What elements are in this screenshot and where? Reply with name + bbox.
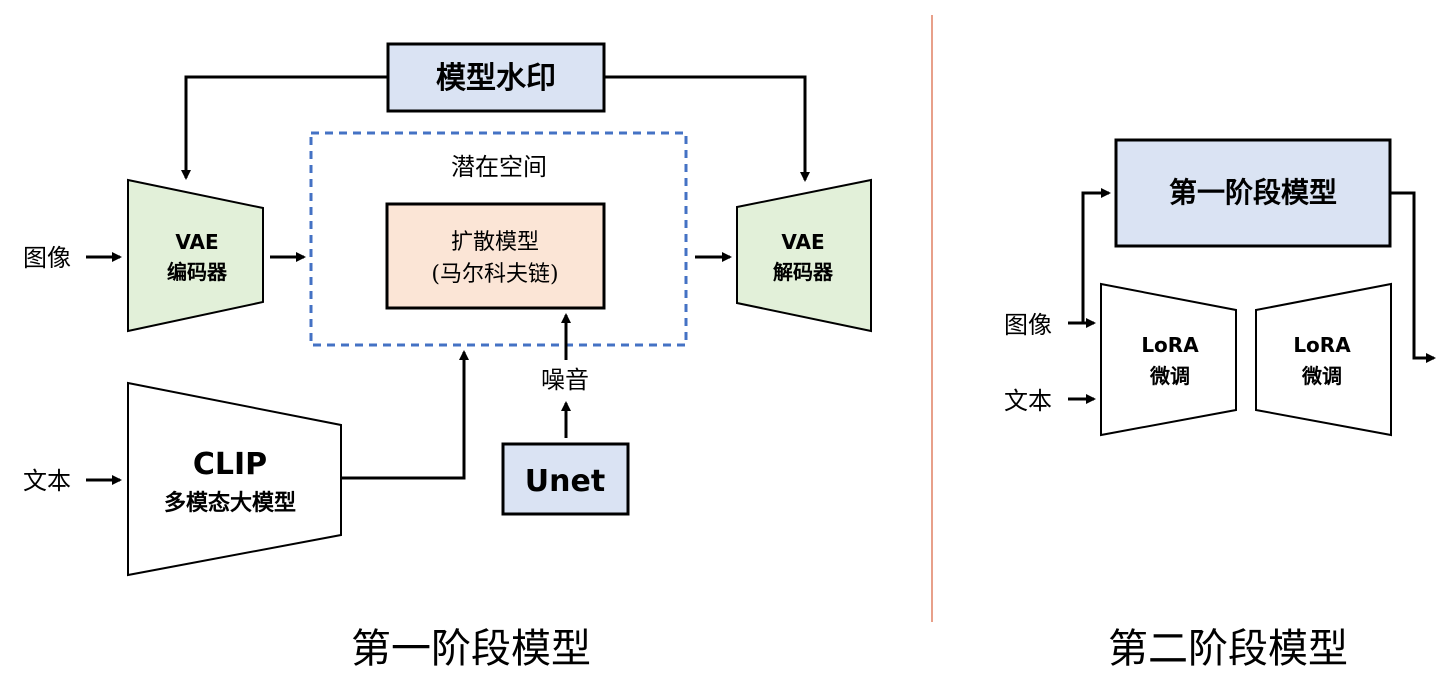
unet-box: Unet (501, 442, 630, 516)
stage1-text-input-label: 文本 (23, 467, 71, 495)
stage1-title: 第一阶段模型 (351, 626, 591, 672)
stage2-output-connector (1390, 191, 1436, 363)
latent-space-label: 潜在空间 (451, 153, 547, 181)
watermark-to-decoder-connector (604, 75, 810, 182)
lora-left-label-line1: LoRA (1141, 333, 1199, 357)
vae-decoder-label-line2: 解码器 (773, 260, 834, 284)
lora-left: LoRA 微调 (1100, 282, 1237, 437)
vae-decoder-label-line1: VAE (781, 230, 824, 254)
watermark-to-encoder-connector (181, 75, 388, 180)
stage2-text-input-label: 文本 (1004, 387, 1052, 415)
latent-space-box: 潜在空间 (309, 131, 688, 347)
vae-encoder-label-line2: 编码器 (167, 260, 228, 284)
noise-label: 噪音 (541, 366, 589, 394)
stage1-model-label: 第一阶段模型 (1169, 176, 1337, 209)
stage2-image-input-label: 图像 (1004, 311, 1052, 339)
stage1-image-input-label: 图像 (23, 244, 71, 272)
stage1-model-box: 第一阶段模型 (1114, 138, 1392, 248)
clip-label-line1: CLIP (193, 447, 267, 482)
unet-label: Unet (525, 464, 605, 499)
lora-left-label-line2: 微调 (1149, 364, 1190, 388)
vae-encoder-label-line1: VAE (175, 230, 218, 254)
clip-to-latent-connector (341, 350, 469, 480)
lora-right: LoRA 微调 (1255, 282, 1392, 437)
lora-right-label-line2: 微调 (1301, 364, 1342, 388)
lora-right-label-line1: LoRA (1293, 333, 1351, 357)
vae-decoder: VAE 解码器 (736, 178, 872, 333)
stage2-image-to-stage1-model-connector (1081, 188, 1111, 323)
vae-encoder: VAE 编码器 (127, 178, 264, 333)
clip-model: CLIP 多模态大模型 (127, 381, 342, 577)
watermark-box: 模型水印 (386, 42, 606, 113)
clip-label-line2: 多模态大模型 (164, 490, 296, 516)
diffusion-label-line1: 扩散模型 (451, 230, 539, 255)
diffusion-model-box: 扩散模型 (马尔科夫链) (385, 202, 606, 310)
stage2-title: 第二阶段模型 (1108, 626, 1348, 672)
watermark-label: 模型水印 (436, 61, 556, 96)
diffusion-label-line2: (马尔科夫链) (431, 262, 558, 287)
